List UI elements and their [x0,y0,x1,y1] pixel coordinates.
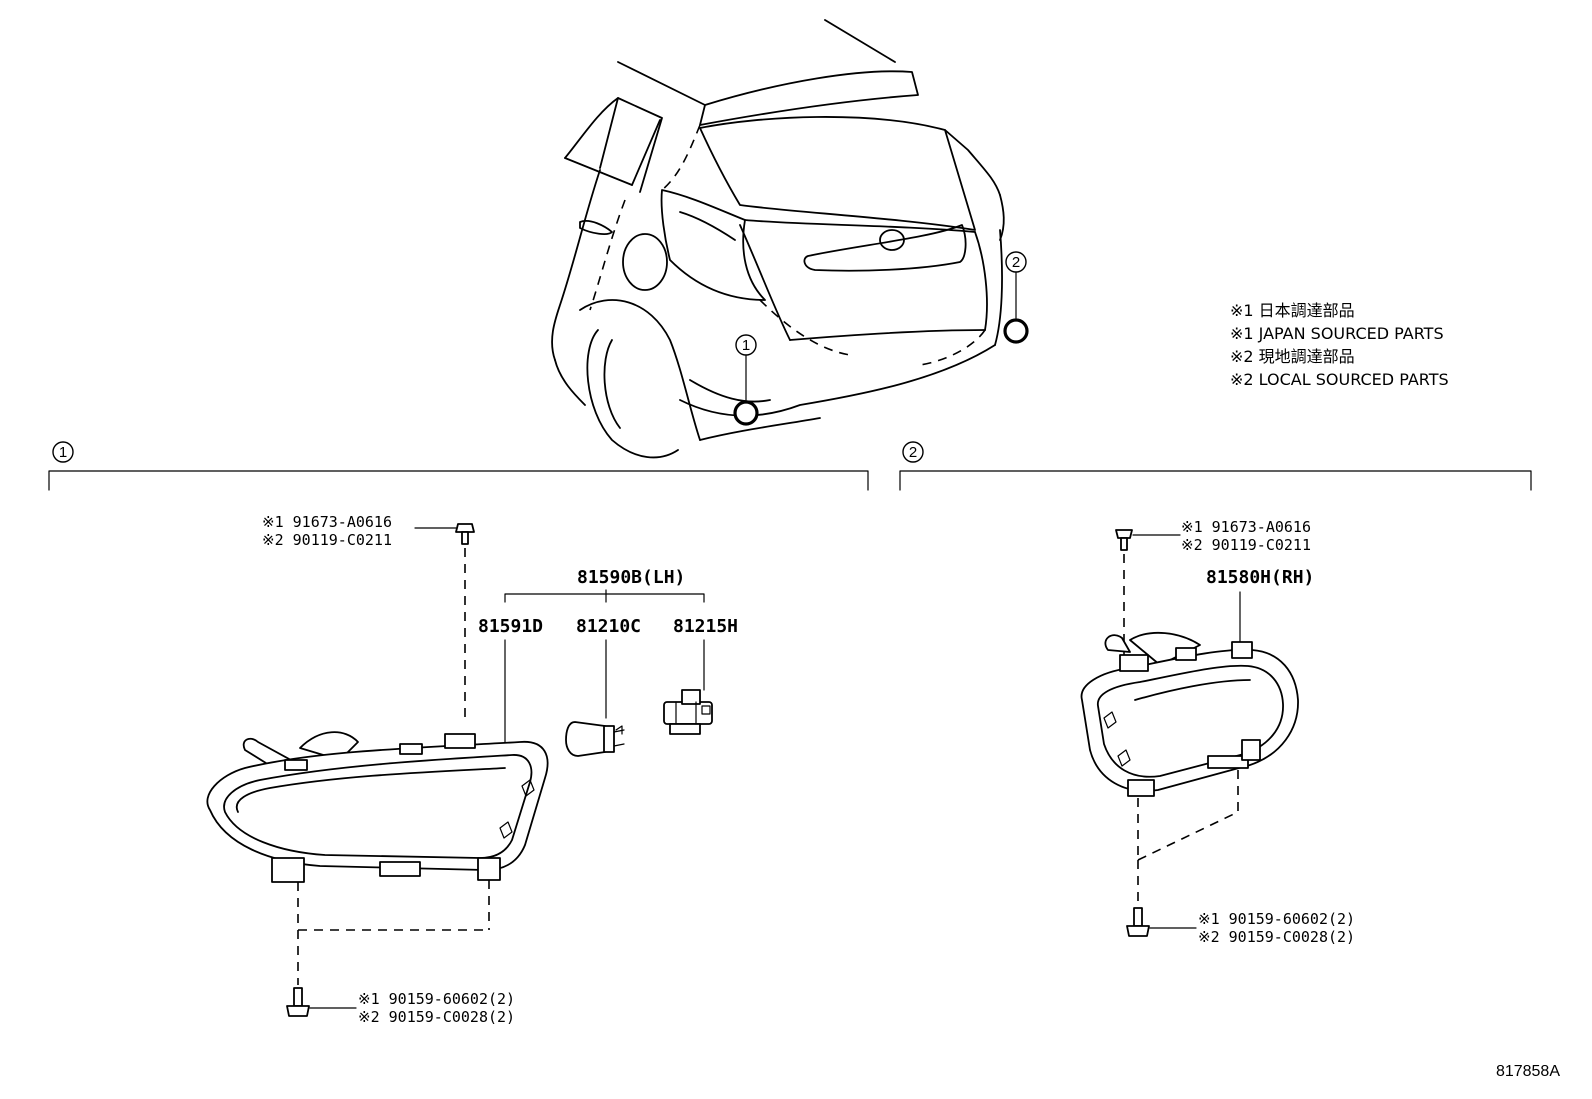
legend-line-3: ※2 現地調達部品 [1230,347,1355,366]
section-2-number: 2 [909,444,917,461]
car-rear-view [551,19,1005,459]
section-1-top-bolt-japan-pn: ※1 91673-A0616 [262,513,392,531]
section-1-bottom-bolt-local-pn: ※2 90159-C0028(2) [358,1008,515,1026]
section-1-lens-pn: 81591D [478,616,543,637]
section-1-top-bolt [414,523,475,718]
section-2-assembly-pn: 81580H(RH) [1206,567,1314,588]
section-1-bulb [565,721,625,757]
section-1-socket [663,689,713,735]
section-1-header: 1 [48,441,869,491]
section-1-bulb-pn: 81210C [576,616,641,637]
section-1-top-bolt-local-pn: ※2 90119-C0211 [262,531,392,549]
section-2-fog-lamp-rh [1080,631,1299,797]
diagram-reference-code: 817858A [1496,1063,1560,1080]
callout-1-text: 1 [742,337,750,354]
section-2-top-bolt-local-pn: ※2 90119-C0211 [1181,536,1311,554]
legend-line-2: ※1 JAPAN SOURCED PARTS [1230,324,1444,343]
callout-2-text: 2 [1012,254,1020,271]
section-2-bottom-bolt [1126,907,1197,937]
section-1-socket-pn: 81215H [673,616,738,637]
section-2-top-bolt-japan-pn: ※1 91673-A0616 [1181,518,1311,536]
callout-1-marker: 1 [733,334,759,426]
section-2-bottom-bolt-japan-pn: ※1 90159-60602(2) [1198,910,1355,928]
section-1-bottom-bolt-japan-pn: ※1 90159-60602(2) [358,990,515,1008]
callout-2-marker: 2 [1003,251,1029,344]
section-2-bottom-bolt-local-pn: ※2 90159-C0028(2) [1198,928,1355,946]
section-1-bottom-bolt [286,987,357,1017]
legend-line-4: ※2 LOCAL SOURCED PARTS [1230,370,1449,389]
section-2-header: 2 [899,441,1532,491]
section-1-assembly-pn: 81590B(LH) [577,567,685,588]
section-1-fog-lamp-lh [206,731,549,883]
section-1-number: 1 [59,444,67,461]
legend: ※1 日本調達部品 ※1 JAPAN SOURCED PARTS ※2 現地調達… [1230,301,1449,389]
legend-line-1: ※1 日本調達部品 [1230,301,1355,320]
